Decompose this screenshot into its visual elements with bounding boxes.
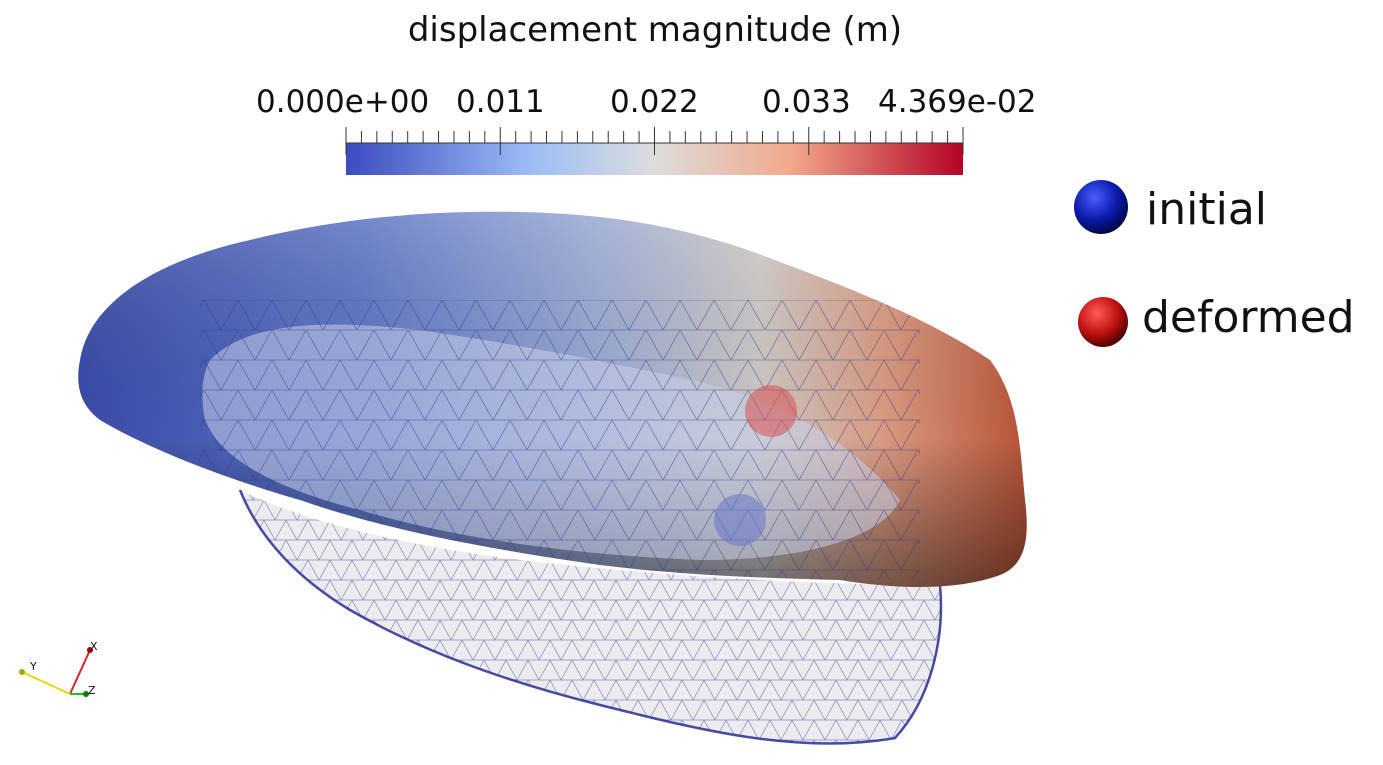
axis-label-y: Y [30, 660, 37, 673]
colorbar-label-2: 0.022 [610, 84, 699, 120]
colorbar-label-max: 4.369e-02 [878, 84, 1037, 120]
colorbar-ticks [345, 127, 964, 155]
red-sphere-icon [1078, 297, 1128, 347]
colorbar [345, 127, 964, 175]
legend-label-initial: initial [1146, 184, 1267, 235]
axis-label-x: X [90, 640, 98, 653]
legend-label-deformed: deformed [1142, 292, 1355, 343]
colorbar-label-3: 0.033 [762, 84, 851, 120]
deformed-surface [78, 211, 1027, 587]
colorbar-label-1: 0.011 [456, 84, 545, 120]
initial-marker-sphere [714, 494, 766, 546]
colorbar-title: displacement magnitude (m) [407, 10, 903, 50]
orientation-axes [19, 647, 93, 697]
blue-sphere-icon [1074, 180, 1128, 234]
colorbar-label-min: 0.000e+00 [256, 84, 430, 120]
axis-label-z: Z [88, 684, 96, 697]
deformed-marker-sphere [745, 385, 797, 437]
